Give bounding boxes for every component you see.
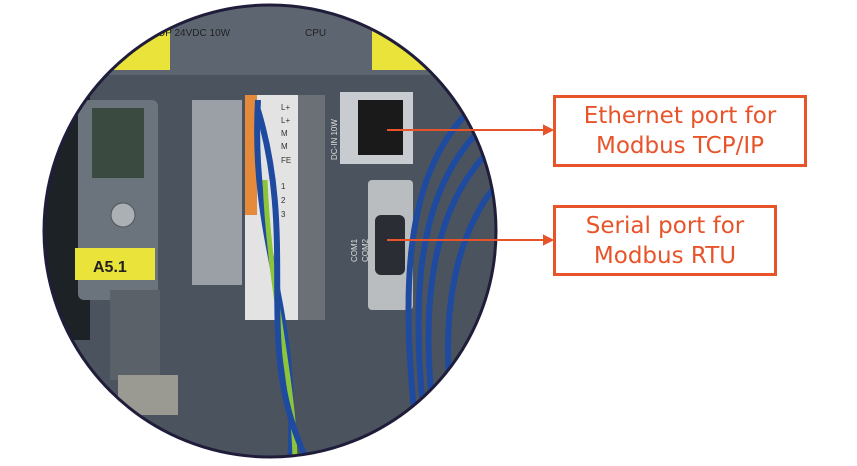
cable-gland: [110, 290, 160, 380]
orange-levers: [245, 95, 257, 215]
terminal-label: L+: [281, 116, 290, 125]
callout-line: Modbus TCP/IP: [595, 133, 765, 159]
ethernet-port-callout: Ethernet port for Modbus TCP/IP: [553, 95, 807, 167]
knurled-nut: [118, 375, 178, 415]
arrow-head-icon: [543, 124, 555, 136]
top-modules: [44, 5, 496, 75]
com1-label: COM1: [350, 238, 359, 262]
arrow-head-icon: [543, 234, 555, 246]
metal-clip: [192, 100, 242, 285]
terminal-label: 3: [281, 210, 286, 219]
terminal-label: 2: [281, 196, 286, 205]
terminal-label: FE: [281, 156, 291, 165]
tag-label: A5.1: [93, 259, 127, 276]
terminal-side: [298, 95, 325, 320]
blue-wire: [255, 109, 313, 457]
rj45-socket: [358, 100, 403, 155]
dc-in-label: DC-IN 10W: [330, 119, 339, 160]
power-module-label: UP 24VDC 10W: [158, 28, 231, 39]
callout-line: Serial port for: [585, 212, 745, 239]
serial-port-callout: Serial port for Modbus RTU: [553, 205, 777, 276]
db9-socket: [375, 215, 405, 275]
led-window: [92, 108, 144, 178]
terminal-label: L+: [281, 103, 290, 112]
photo-circle-border: [42, 3, 498, 459]
terminal-label: M: [281, 142, 288, 151]
terminal-label: M: [281, 129, 288, 138]
cpu-label: CPU: [305, 28, 326, 39]
callout-line: Ethernet port for: [583, 103, 777, 129]
com2-label: COM2: [361, 238, 370, 262]
screw-icon: [110, 202, 136, 228]
terminal-labels: L+ L+ M M FE 1 2 3: [281, 103, 291, 219]
callout-line: Modbus RTU: [593, 242, 737, 269]
terminal-label: 1: [281, 182, 286, 191]
tag-plate: [75, 248, 155, 280]
